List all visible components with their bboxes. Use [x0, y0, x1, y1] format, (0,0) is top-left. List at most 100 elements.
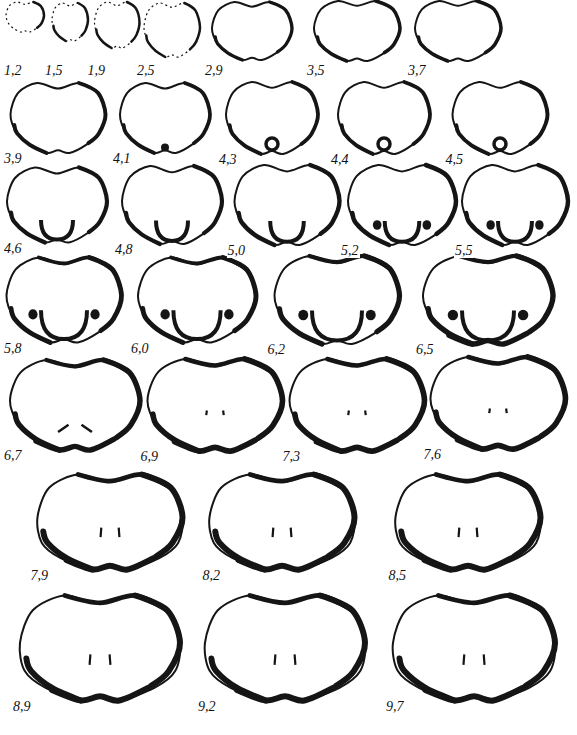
thick-wall [14, 125, 46, 153]
section-outline [234, 165, 339, 245]
cross-section [430, 357, 565, 449]
paired-mass [518, 310, 528, 321]
stage-number: 7,3 [282, 450, 302, 464]
thick-wall [96, 30, 111, 48]
cross-section [10, 360, 140, 450]
cross-section [462, 165, 568, 245]
paired-mark [205, 411, 208, 416]
paired-mark [457, 528, 460, 538]
cross-section [7, 167, 107, 242]
thick-wall [418, 37, 447, 61]
paired-mass [224, 309, 233, 319]
stage-number: 4,8 [114, 243, 134, 257]
section-outline [120, 83, 210, 153]
section-outline [395, 474, 541, 569]
cross-section [20, 595, 181, 700]
paired-mass [423, 220, 432, 230]
stage-number: 8,2 [202, 569, 222, 583]
section-outline [20, 595, 181, 700]
cross-section [138, 257, 256, 342]
stage-number: 6,0 [130, 342, 150, 356]
thick-wall [79, 168, 107, 233]
thick-wall [245, 359, 283, 438]
paired-mark [364, 411, 367, 416]
section-outline [147, 359, 282, 451]
paired-mark [274, 654, 277, 665]
paired-mark [99, 528, 102, 538]
section-outline [205, 595, 366, 700]
stage-number: 4,3 [218, 153, 238, 167]
section-outline [37, 474, 183, 569]
section-outline [212, 2, 292, 60]
paired-mass [28, 309, 37, 319]
paired-mark [290, 528, 293, 538]
stage-number: 3,5 [306, 64, 326, 78]
cross-section [209, 474, 355, 569]
thick-wall [142, 475, 183, 557]
stage-number: 1,9 [87, 64, 107, 78]
paired-mass [373, 220, 382, 230]
paired-mark [108, 654, 111, 665]
cross-section [212, 2, 292, 60]
cross-section [144, 3, 200, 57]
thick-wall [211, 659, 265, 701]
basal-cup [312, 311, 362, 341]
neural-ring [494, 138, 506, 150]
paired-mark [118, 528, 121, 538]
stage-number: 6,7 [3, 449, 23, 463]
cross-section [10, 83, 105, 153]
paired-mark [82, 425, 92, 432]
thick-wall [15, 414, 59, 450]
thick-wall [477, 1, 501, 53]
thick-wall [314, 475, 355, 557]
basal-cup [270, 221, 304, 242]
basal-cup [41, 310, 87, 339]
cross-section [94, 2, 139, 48]
thick-wall [365, 256, 400, 332]
thick-wall [223, 258, 256, 331]
cross-section [314, 1, 400, 61]
stage-number: 3,9 [3, 152, 23, 166]
stage-number: 4,4 [330, 153, 350, 167]
thick-wall [317, 37, 346, 61]
paired-mark [462, 654, 465, 665]
thick-wall [399, 659, 454, 701]
thick-wall [310, 165, 339, 234]
paired-mass [486, 220, 494, 230]
paired-mark [505, 409, 508, 414]
thick-wall [146, 35, 165, 57]
paired-mass [535, 220, 543, 230]
thick-wall [250, 595, 352, 610]
section-outline [462, 165, 568, 245]
thick-wall [46, 360, 129, 373]
section-outline [289, 359, 424, 451]
cross-section [226, 82, 318, 154]
stage-number: 2,5 [136, 64, 156, 78]
paired-mark [88, 654, 91, 665]
thick-wall [65, 595, 167, 610]
cross-section [147, 359, 282, 451]
neural-ring [266, 138, 278, 150]
basal-cup [498, 221, 532, 242]
thick-wall [135, 596, 180, 686]
paired-mark [483, 654, 486, 665]
section-outline [415, 1, 501, 61]
stage-number: 6,9 [140, 450, 160, 464]
stage-number: 3,7 [407, 64, 427, 78]
section-outline [6, 2, 44, 32]
thick-wall [517, 256, 553, 332]
paired-mark [271, 528, 274, 538]
section-outline [138, 257, 256, 342]
thick-wall [438, 595, 542, 610]
thick-wall [425, 558, 512, 570]
stage-number: 9,2 [197, 700, 217, 714]
section-outline [94, 2, 139, 48]
thick-wall [33, 2, 44, 28]
paired-mass [298, 310, 308, 321]
thick-wall [215, 37, 242, 60]
section-outline [122, 166, 222, 244]
cross-section [205, 595, 366, 700]
thick-wall [79, 83, 106, 143]
section-outline [348, 165, 456, 245]
